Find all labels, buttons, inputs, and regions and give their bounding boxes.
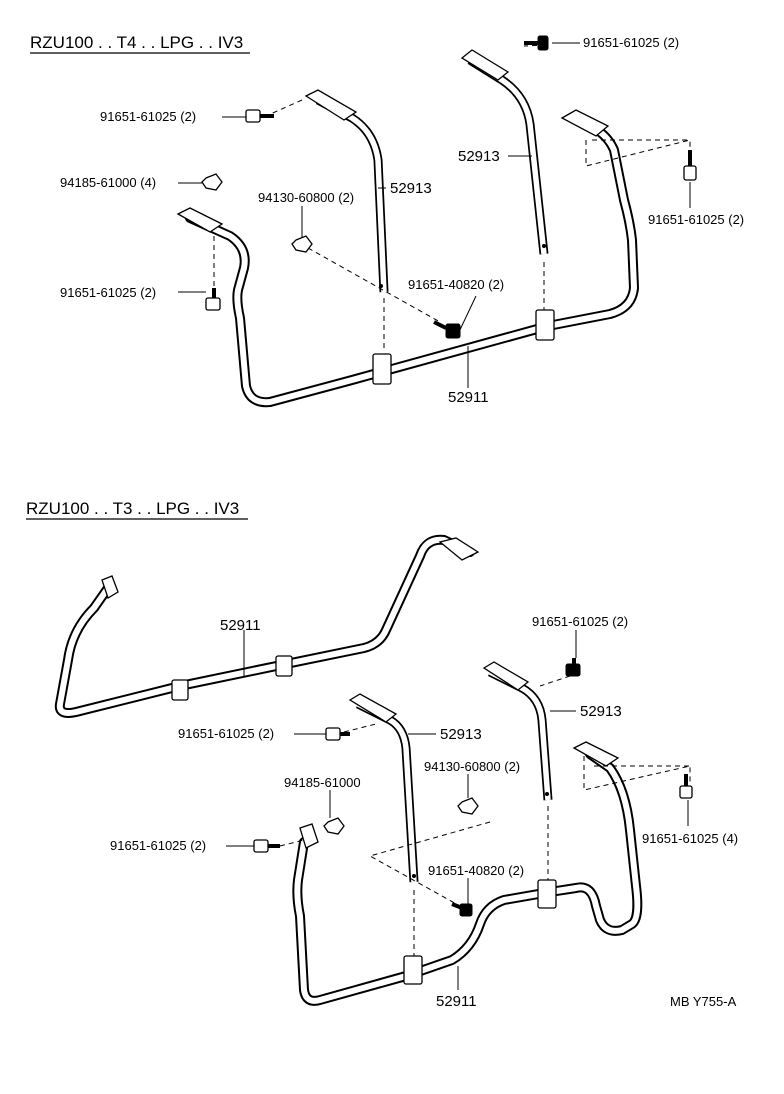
label-94130-60800: 94130-60800 (2)	[258, 190, 354, 205]
strap-52913-right	[482, 661, 553, 801]
bolt-icon	[325, 727, 350, 741]
section-header: RZU100 . . T3 . . LPG . . IV3	[26, 499, 239, 518]
stabilizer-bar-52911-lower	[292, 741, 643, 1006]
label-94130-60800: 94130-60800 (2)	[424, 759, 520, 774]
bar-bracket-left	[372, 353, 392, 385]
bar-end-plate	[572, 741, 620, 767]
bolt-icon	[205, 288, 221, 311]
nut-icon	[457, 797, 479, 815]
bar-bracket	[403, 955, 423, 985]
label-91651-61025: 91651-61025 (2)	[60, 285, 156, 300]
bar-end-plate-left	[176, 207, 224, 233]
section-t3: RZU100 . . T3 . . LPG . . IV3	[26, 499, 738, 1010]
label-52911: 52911	[448, 389, 489, 406]
label-91651-40820: 91651-40820 (2)	[408, 277, 504, 292]
strap-plate	[348, 693, 398, 723]
strap-plate	[482, 661, 530, 691]
bar-bracket	[171, 679, 189, 701]
nut-icon	[291, 235, 313, 253]
bar-bracket	[537, 879, 557, 909]
bar-end-plate	[438, 537, 480, 561]
bar-bracket-right	[535, 309, 555, 341]
strap-plate	[304, 89, 358, 121]
strap-52913-right	[460, 49, 549, 255]
label-91651-40820: 91651-40820 (2)	[428, 863, 524, 878]
bar-end-plate-right	[560, 109, 610, 137]
section-header: RZU100 . . T4 . . LPG . . IV3	[30, 33, 243, 52]
bolt-icon	[433, 320, 461, 339]
label-52911: 52911	[220, 617, 261, 634]
label-94185-61000: 94185-61000	[284, 775, 361, 790]
label-91651-61025: 91651-61025 (2)	[532, 614, 628, 629]
label-91651-61025: 91651-61025 (2)	[648, 212, 744, 227]
strap-52913-left	[304, 89, 389, 293]
label-91651-61025: 91651-61025 (2)	[178, 726, 274, 741]
strap-52913-left	[348, 693, 419, 883]
strap-plate	[460, 49, 510, 81]
label-91651-61025: 91651-61025 (2)	[100, 109, 196, 124]
bolt-icon	[679, 774, 693, 799]
bar-end-plate	[299, 823, 319, 849]
bolt-icon	[565, 658, 581, 677]
nut-icon	[201, 173, 223, 191]
label-52913: 52913	[390, 180, 432, 197]
bar-bracket	[275, 655, 293, 677]
label-91651-61025: 91651-61025 (2)	[583, 35, 679, 50]
stabilizer-bar-52911	[176, 109, 639, 408]
label-52911: 52911	[436, 993, 477, 1010]
label-91651-61025: 91651-61025 (2)	[110, 838, 206, 853]
nut-icon	[323, 817, 345, 835]
bolt-icon	[253, 839, 280, 853]
label-52913: 52913	[580, 703, 622, 720]
bolt-icon	[524, 35, 549, 51]
label-94185-61000: 94185-61000 (4)	[60, 175, 156, 190]
stabilizer-bar-52911-upper	[54, 534, 480, 718]
bolt-icon	[245, 109, 274, 123]
label-52913: 52913	[440, 726, 482, 743]
section-t4: RZU100 . . T4 . . LPG . . IV3	[30, 33, 744, 408]
bolt-icon	[451, 902, 473, 917]
bolt-icon	[683, 150, 697, 181]
label-52913: 52913	[458, 148, 500, 165]
diagram-code: MB Y755-A	[670, 994, 737, 1009]
bar-end-plate	[101, 575, 119, 599]
label-91651-61025: 91651-61025 (4)	[642, 831, 738, 846]
